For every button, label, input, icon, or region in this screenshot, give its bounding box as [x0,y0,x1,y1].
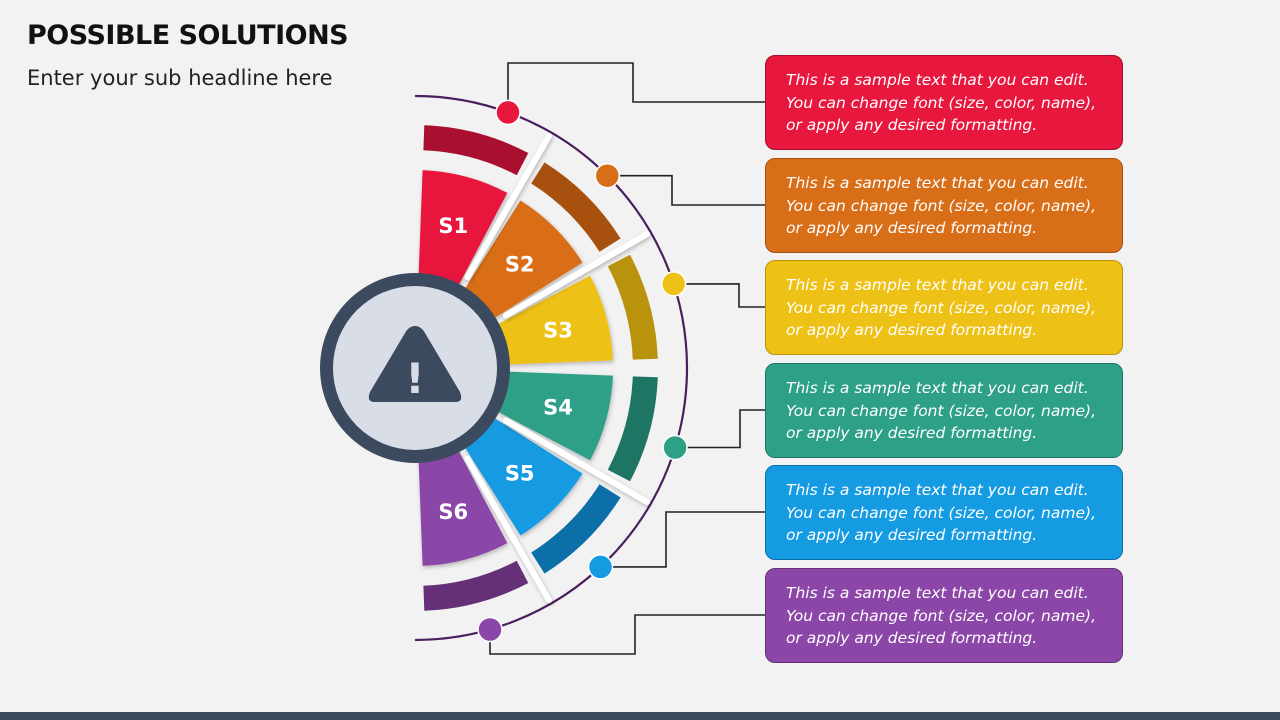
segment-s5[interactable] [463,416,583,536]
warning-icon: ! [368,326,462,403]
text-box-line: You can change font (size, color, name), [786,401,1096,420]
text-box-line: You can change font (size, color, name), [786,606,1096,625]
segment-label-s6: S6 [438,500,468,524]
connector-dot-s1 [495,99,521,126]
connector-line [607,174,765,206]
connector-line [675,409,765,449]
divider-line [464,455,552,604]
segment-label-s3: S3 [543,319,573,343]
outer-band-s6 [423,560,529,611]
page-title: POSSIBLE SOLUTIONS [27,20,349,51]
connector-dot-s4 [662,434,688,461]
text-box-line: or apply any desired formatting. [786,116,1038,134]
segment-s4[interactable] [494,371,613,461]
text-box-line: This is a sample text that you can edit. [786,174,1089,192]
connector-line [489,614,765,655]
segment-s2[interactable] [463,200,583,321]
connector-dot-s6 [477,616,503,643]
connector-dot-s5 [587,554,614,580]
connector-dot-s2 [594,162,621,189]
text-box-line: This is a sample text that you can edit. [786,276,1089,294]
segment-label-s2: S2 [505,252,535,276]
divider-line [502,231,651,319]
text-box-line: You can change font (size, color, name), [786,503,1096,522]
segment-label-s1: S1 [438,214,468,238]
segment-s1[interactable] [418,170,508,289]
page-subtitle: Enter your sub headline here [27,66,333,90]
text-box-s2[interactable]: This is a sample text that you can edit.… [765,158,1123,253]
segment-s3[interactable] [494,275,613,365]
text-box-s4[interactable]: This is a sample text that you can edit.… [765,363,1123,458]
text-box-line: This is a sample text that you can edit. [786,71,1089,89]
text-box-line: or apply any desired formatting. [786,424,1038,442]
text-box-line: or apply any desired formatting. [786,219,1038,237]
text-box-line: or apply any desired formatting. [786,629,1038,647]
outer-band-s3 [607,254,658,360]
text-box-line: This is a sample text that you can edit. [786,379,1089,397]
outer-band-s2 [531,162,621,252]
center-hub: ! [320,273,510,463]
connector-line [673,283,765,308]
svg-text:!: ! [405,354,424,403]
text-box-line: or apply any desired formatting. [786,526,1038,544]
segment-label-s4: S4 [543,395,573,419]
text-box-s1[interactable]: This is a sample text that you can edit.… [765,55,1123,150]
text-box-line: This is a sample text that you can edit. [786,584,1089,602]
text-box-s3[interactable]: This is a sample text that you can edit.… [765,260,1123,355]
divider-line [502,417,651,505]
text-box-line: or apply any desired formatting. [786,321,1038,339]
connector-line [507,62,765,113]
outer-band-s1 [423,125,529,176]
text-box-line: You can change font (size, color, name), [786,196,1096,215]
divider-line [464,132,552,281]
footer-bar [0,712,1280,720]
connector-dot-s3 [660,271,687,297]
connector-line [600,511,765,568]
segment-label-s5: S5 [505,462,535,486]
text-box-line: This is a sample text that you can edit. [786,481,1089,499]
text-box-s6[interactable]: This is a sample text that you can edit.… [765,568,1123,663]
outer-band-s4 [607,376,658,482]
text-box-line: You can change font (size, color, name), [786,298,1096,317]
segment-s6[interactable] [418,447,508,566]
outer-band-s5 [531,484,621,574]
text-box-line: You can change font (size, color, name), [786,93,1096,112]
text-box-s5[interactable]: This is a sample text that you can edit.… [765,465,1123,560]
